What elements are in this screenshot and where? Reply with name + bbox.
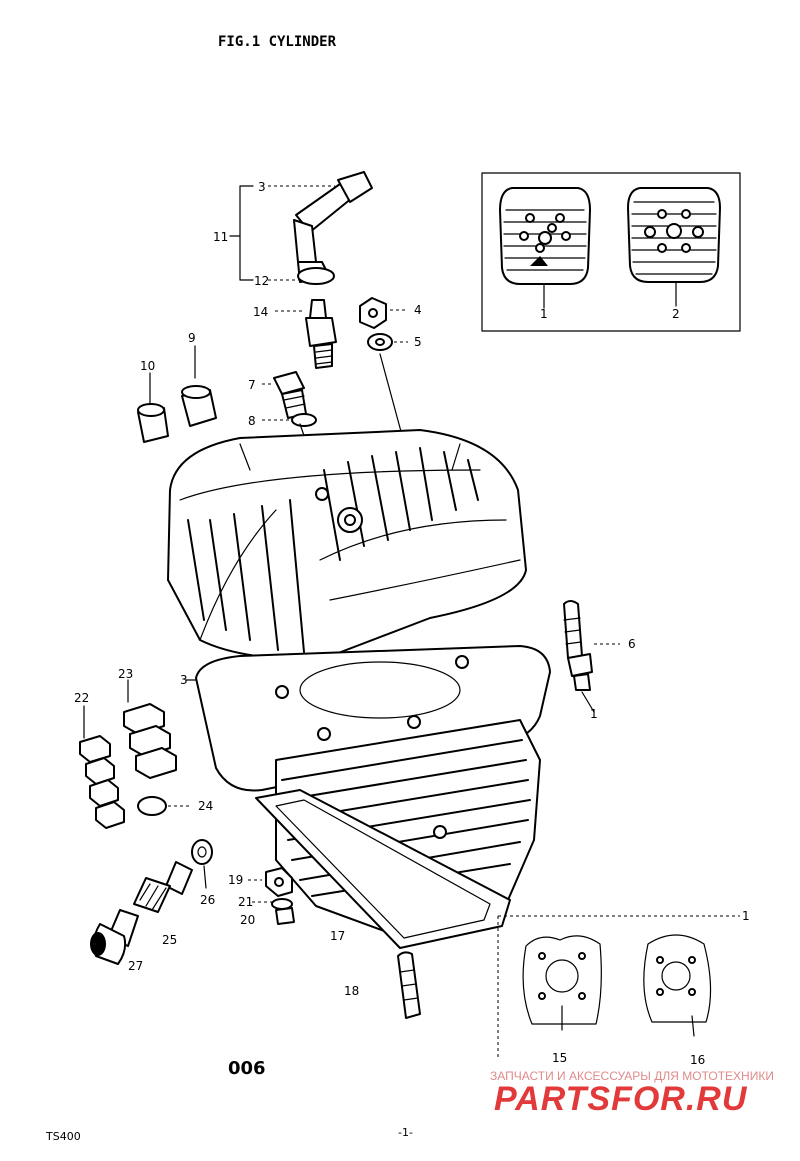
watermark-tagline: ЗАПЧАСТИ И АКСЕССУАРЫ ДЛЯ МОТОТЕХНИКИ xyxy=(490,1069,774,1083)
figure-title: FIG.1 CYLINDER xyxy=(218,34,337,50)
lower-stud: 18 xyxy=(344,951,421,1019)
head-variant-1 xyxy=(499,187,591,309)
nut-and-washer: 4 5 xyxy=(359,297,422,451)
plug-cap-assembly: 3 11 12 xyxy=(213,171,373,288)
head-variant-2 xyxy=(627,187,721,307)
base-gasket: 17 xyxy=(255,789,511,949)
valve-assembly: 26 25 27 xyxy=(90,839,215,973)
callout-3-cap: 3 xyxy=(258,180,266,194)
cylinder-head xyxy=(167,429,527,661)
callout-16: 16 xyxy=(690,1053,705,1067)
callout-26: 26 xyxy=(200,893,215,907)
callout-19: 19 xyxy=(228,873,243,887)
callout-1-stud: 1 xyxy=(590,707,598,721)
callout-1-inset: 1 xyxy=(742,909,750,923)
callout-20: 20 xyxy=(240,913,255,927)
callout-5: 5 xyxy=(414,335,422,349)
callout-2: 2 xyxy=(672,307,680,321)
drain-plug: 7 8 xyxy=(248,371,319,477)
callout-18: 18 xyxy=(344,984,359,998)
model-code: TS400 xyxy=(45,1130,81,1143)
small-nuts: 19 21 20 xyxy=(228,867,295,927)
page-number: -1- xyxy=(398,1126,413,1139)
callout-4: 4 xyxy=(414,303,422,317)
rubber-dampers: 22 23 24 xyxy=(74,667,213,829)
gasket-variant-15: 15 xyxy=(522,935,602,1065)
callout-7: 7 xyxy=(248,378,256,392)
callout-14: 14 xyxy=(253,305,268,319)
callout-8: 8 xyxy=(248,414,256,428)
callout-17: 17 xyxy=(330,929,345,943)
callout-15: 15 xyxy=(552,1051,567,1065)
spark-plug: 14 xyxy=(253,299,337,369)
rubber-caps: 9 10 xyxy=(137,331,217,443)
head-gasket: 3 xyxy=(180,645,551,792)
callout-10: 10 xyxy=(140,359,155,373)
gasket-variants-inset: 1 15 16 xyxy=(497,909,750,1067)
callout-23: 23 xyxy=(118,667,133,681)
head-variants-inset: 1 2 xyxy=(481,172,741,332)
page-code: 006 xyxy=(228,1058,266,1079)
watermark-brand: PARTSFOR.RU xyxy=(494,1080,748,1118)
callout-9: 9 xyxy=(188,331,196,345)
stud-bolt: 6 1 xyxy=(563,600,636,721)
callout-27: 27 xyxy=(128,959,143,973)
gasket-variant-16: 16 xyxy=(643,934,712,1067)
callout-11: 11 xyxy=(213,230,228,244)
callout-3-gasket: 3 xyxy=(180,673,188,687)
callout-21: 21 xyxy=(238,895,253,909)
callout-12: 12 xyxy=(254,274,269,288)
callout-1: 1 xyxy=(540,307,548,321)
callout-6: 6 xyxy=(628,637,636,651)
callout-25: 25 xyxy=(162,933,177,947)
callout-22: 22 xyxy=(74,691,89,705)
callout-24: 24 xyxy=(198,799,213,813)
